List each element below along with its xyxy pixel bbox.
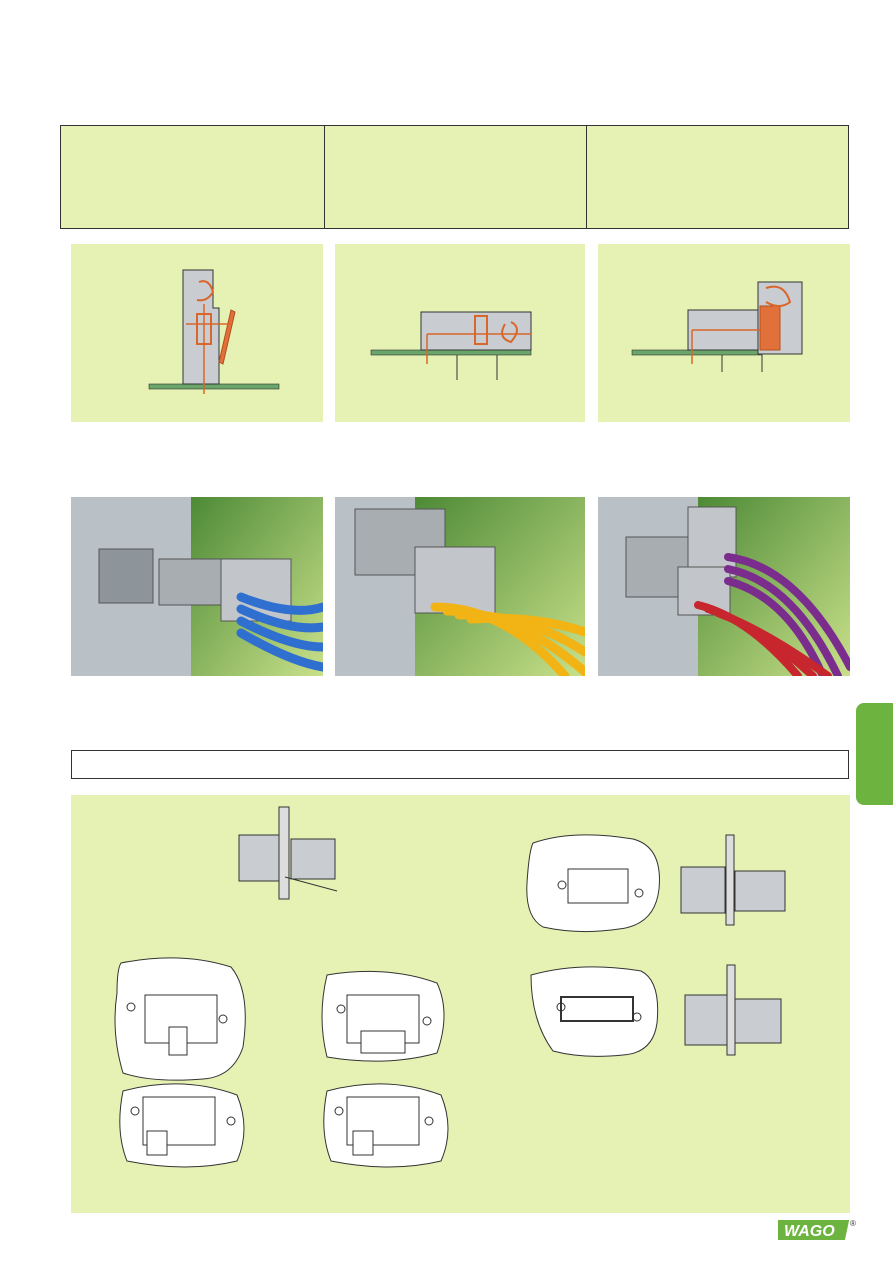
section-tab[interactable] bbox=[856, 703, 893, 805]
wago-logo-mark: WAGO ® bbox=[778, 1219, 856, 1240]
table-column-1 bbox=[61, 126, 325, 228]
svg-text:WAGO: WAGO bbox=[784, 1223, 835, 1240]
wago-logo: WAGO ® bbox=[778, 1216, 860, 1244]
table-column-2 bbox=[324, 126, 587, 228]
diagram-panel-angled bbox=[598, 244, 850, 422]
svg-text:®: ® bbox=[850, 1219, 856, 1228]
mounting-drawings-panel bbox=[71, 795, 850, 1213]
photo-blue-wires bbox=[71, 497, 323, 676]
diagram-panel-vertical bbox=[71, 244, 323, 422]
photo-red-purple-wires bbox=[598, 497, 850, 676]
horizontal-connector-diagram bbox=[370, 311, 532, 380]
vertical-connector-diagram bbox=[148, 269, 280, 394]
section-bar bbox=[71, 750, 849, 779]
header-table bbox=[60, 125, 849, 229]
photo-yellow-wires bbox=[335, 497, 585, 676]
mounting-drawings bbox=[114, 806, 786, 1168]
angled-connector-diagram bbox=[631, 281, 803, 372]
diagram-panel-horizontal bbox=[335, 244, 585, 422]
